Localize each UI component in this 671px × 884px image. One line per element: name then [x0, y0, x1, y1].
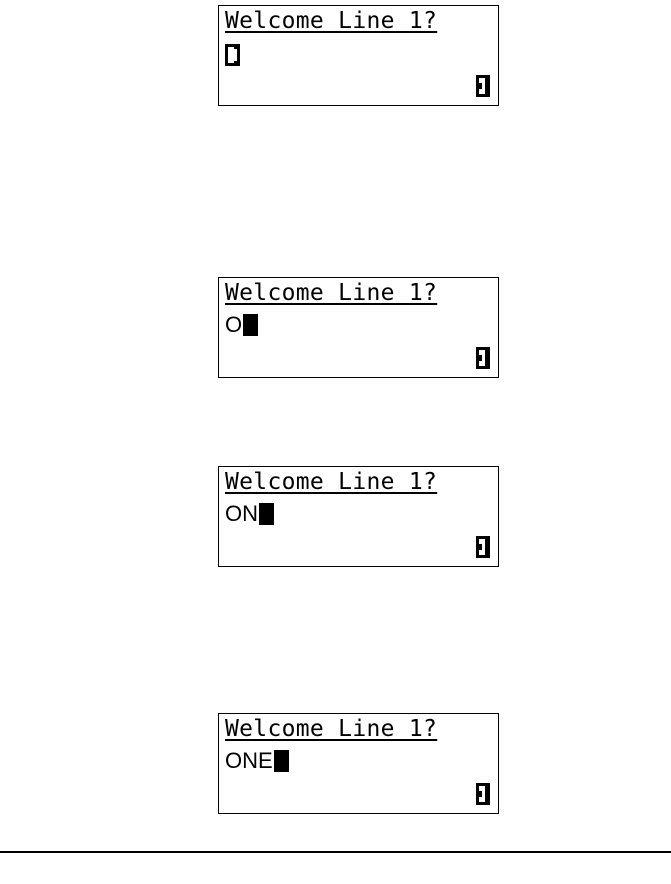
text-entry-field[interactable]: [225, 39, 240, 67]
handset-icon: [476, 347, 490, 369]
entry-text: ON: [225, 501, 258, 526]
prompt-title: Welcome Line 1?: [225, 280, 438, 306]
lcd-screen-2: Welcome Line 1? O: [218, 277, 499, 378]
handset-icon: [476, 783, 490, 805]
prompt-title: Welcome Line 1?: [225, 716, 438, 742]
lcd-screen-4: Welcome Line 1? ONE: [218, 713, 499, 814]
block-cursor-icon: [273, 750, 289, 772]
text-entry-field[interactable]: O: [225, 311, 259, 339]
block-cursor-icon: [259, 503, 274, 525]
lcd-screen-3: Welcome Line 1? ON: [218, 466, 499, 567]
text-entry-field[interactable]: ONE: [225, 747, 289, 775]
prompt-title: Welcome Line 1?: [225, 469, 438, 495]
bracket-cursor-icon: [225, 44, 240, 66]
handset-icon: [476, 536, 490, 558]
page-bottom-rule: [0, 851, 671, 853]
block-cursor-icon: [243, 314, 259, 336]
entry-text: O: [225, 312, 243, 337]
lcd-screen-1: Welcome Line 1?: [218, 5, 499, 106]
text-entry-field[interactable]: ON: [225, 500, 274, 528]
prompt-title: Welcome Line 1?: [225, 8, 438, 34]
handset-icon: [476, 75, 490, 97]
entry-text: ONE: [225, 748, 273, 773]
